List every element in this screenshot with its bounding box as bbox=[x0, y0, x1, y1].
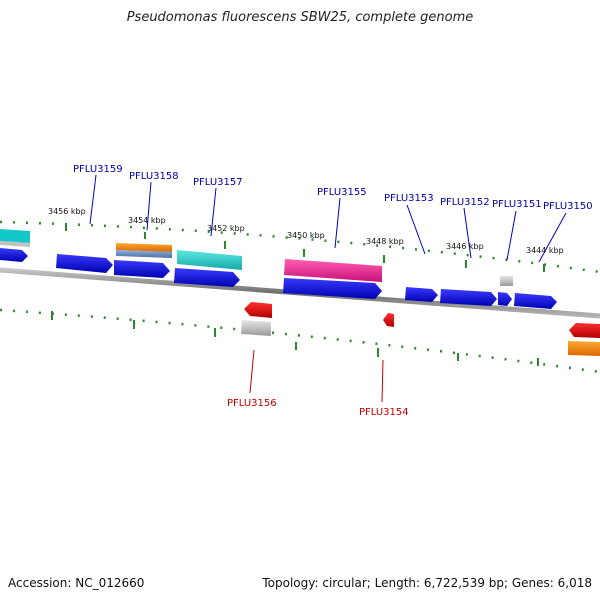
gene-arrow[interactable] bbox=[0, 241, 30, 247]
gene-label[interactable]: PFLU3150 bbox=[543, 201, 593, 212]
lower-major-ticks bbox=[51, 311, 539, 366]
accession-text: Accession: NC_012660 bbox=[8, 576, 145, 590]
gene-label[interactable]: PFLU3158 bbox=[129, 171, 179, 182]
gene-label[interactable]: PFLU3157 bbox=[193, 177, 243, 188]
forward-gene-labels: PFLU3159 PFLU3158 PFLU3157 PFLU3155 PFLU… bbox=[73, 164, 593, 212]
gene-label[interactable]: PFLU3156 bbox=[227, 398, 277, 409]
gene-arrow[interactable] bbox=[0, 229, 30, 243]
reverse-callout-lines bbox=[249, 349, 384, 403]
gene-arrow[interactable] bbox=[177, 250, 242, 270]
kbp-labels: 3456 kbp 3454 kbp 3452 kbp 3450 kbp 3448… bbox=[48, 207, 564, 255]
lower-tick-ring bbox=[0, 308, 600, 374]
gene-arrow[interactable] bbox=[440, 289, 497, 306]
gene-label[interactable]: PFLU3154 bbox=[359, 407, 409, 418]
upper-tick-ring bbox=[0, 220, 600, 274]
gene-label[interactable]: PFLU3159 bbox=[73, 164, 123, 175]
kbp-label: 3450 kbp bbox=[287, 231, 325, 240]
gene-label[interactable]: PFLU3155 bbox=[317, 187, 367, 198]
gene-label[interactable]: PFLU3153 bbox=[384, 193, 434, 204]
gene-arrow[interactable] bbox=[500, 276, 513, 286]
gene-arrow[interactable] bbox=[568, 341, 600, 356]
forward-callout-lines bbox=[89, 174, 567, 263]
gene-arrow[interactable] bbox=[514, 293, 557, 309]
kbp-label: 3452 kbp bbox=[207, 224, 245, 233]
genome-summary-text: Topology: circular; Length: 6,722,539 bp… bbox=[262, 576, 592, 590]
gene-arrow[interactable] bbox=[283, 278, 382, 299]
forward-gene-track bbox=[0, 229, 557, 309]
map-title: Pseudomonas fluorescens SBW25, complete … bbox=[126, 10, 474, 25]
reverse-gene-labels: PFLU3156 PFLU3154 bbox=[227, 398, 409, 418]
gene-arrow[interactable] bbox=[241, 320, 271, 336]
gene-label[interactable]: PFLU3152 bbox=[440, 197, 490, 208]
gene-arrow[interactable] bbox=[114, 260, 170, 278]
kbp-label: 3454 kbp bbox=[128, 216, 166, 225]
upper-major-ticks bbox=[65, 224, 545, 272]
gene-arrow[interactable] bbox=[405, 287, 438, 302]
gene-label[interactable]: PFLU3151 bbox=[492, 199, 542, 210]
kbp-label: 3446 kbp bbox=[446, 242, 484, 251]
kbp-label: 3456 kbp bbox=[48, 207, 86, 216]
gene-arrow[interactable] bbox=[174, 268, 240, 287]
gene-arrow[interactable] bbox=[56, 254, 113, 273]
gene-arrow[interactable] bbox=[284, 259, 382, 282]
gene-arrow[interactable] bbox=[383, 313, 394, 327]
kbp-label: 3444 kbp bbox=[526, 246, 564, 255]
gene-arrow[interactable] bbox=[244, 302, 272, 318]
gene-arrow[interactable] bbox=[569, 323, 600, 338]
gene-arrow[interactable] bbox=[0, 248, 28, 262]
gene-arrow[interactable] bbox=[116, 250, 172, 258]
gene-arrow[interactable] bbox=[498, 292, 512, 306]
kbp-label: 3448 kbp bbox=[366, 237, 404, 246]
gene-arrow[interactable] bbox=[116, 243, 172, 252]
reverse-gene-track bbox=[241, 302, 600, 356]
